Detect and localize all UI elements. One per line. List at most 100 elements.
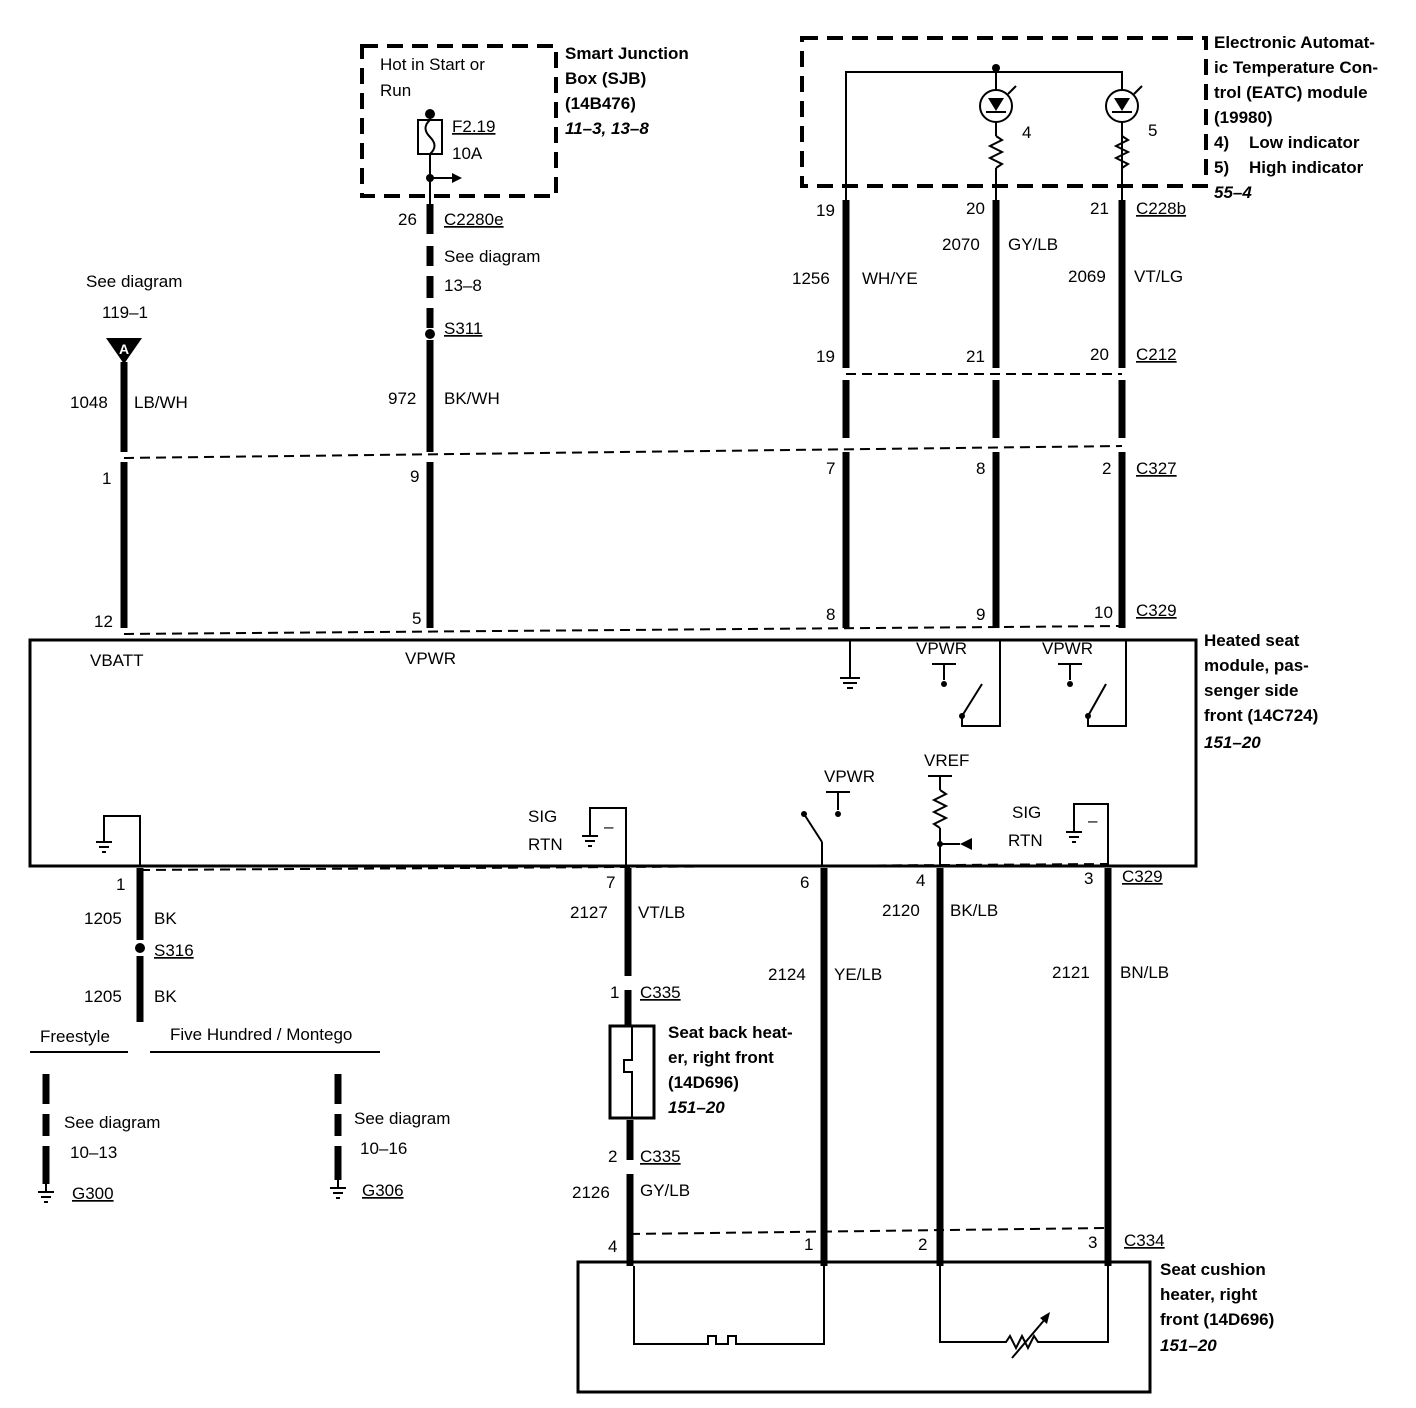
module-rtn2: RTN (1008, 831, 1043, 850)
seat-cushion-heater: Seat cushion heater, right front (14D696… (576, 1260, 1274, 1394)
pin-20b: 20 (1090, 345, 1109, 364)
seatback-part: (14D696) (668, 1073, 739, 1092)
connector-a-arrow-icon (106, 338, 142, 364)
seatback-title2: er, right front (668, 1048, 774, 1067)
cushion-ref: 151–20 (1160, 1336, 1217, 1355)
pin-20a: 20 (966, 199, 985, 218)
eatc-dashed-border (800, 36, 1208, 188)
splice-s316: S316 (154, 941, 194, 960)
c329-pin-9: 9 (976, 605, 985, 624)
module-vbatt: VBATT (90, 651, 144, 670)
c334-pin-2: 2 (918, 1235, 927, 1254)
eatc-module: 4 5 Electronic Automat- ic Temperature C… (800, 33, 1378, 202)
circuit-2124: 6 2124 YE/LB 1 (768, 868, 882, 1266)
c334-connector-line (629, 1227, 1109, 1235)
resistor-high-icon (1113, 135, 1131, 169)
cushion-heater-element-icon (633, 1266, 825, 1345)
wire-1048-num: 1048 (70, 393, 108, 412)
see-g306: See diagram (354, 1109, 450, 1128)
module-vpwr-main: VPWR (405, 649, 456, 668)
cushion-heater-box (576, 1260, 1152, 1394)
seatback-heater-element-icon (623, 1026, 633, 1118)
module-rtn1: RTN (528, 835, 563, 854)
see-g306-num: 10–16 (360, 1139, 407, 1158)
module-title2: module, pas- (1204, 656, 1309, 675)
module-title4: front (14C724) (1204, 706, 1318, 725)
wire-2120-num: 2120 (882, 901, 920, 920)
wire-2070-num: 2070 (942, 235, 980, 254)
fuse-amps: 10A (452, 144, 483, 163)
wire-2120-color: BK/LB (950, 901, 998, 920)
sjb-hot-line2: Run (380, 81, 411, 100)
see-sjb: See diagram (444, 247, 540, 266)
module-vpwr-sw1: VPWR (916, 639, 967, 658)
eatc-internal-bus (845, 71, 1123, 200)
see-a-num: 119–1 (102, 303, 148, 322)
sjb-hot-line1: Hot in Start or (380, 55, 485, 74)
c329-pin-3: 3 (1084, 869, 1093, 888)
connector-c334: C334 (1124, 1231, 1165, 1250)
c327-pin-8: 8 (976, 459, 985, 478)
pin-21b: 21 (966, 347, 985, 366)
fuse-element (424, 119, 436, 155)
pin-19a: 19 (816, 201, 835, 220)
wire-2069-color: VT/LG (1134, 267, 1183, 286)
connector-c335-top: C335 (640, 983, 681, 1002)
wire-972-color: BK/WH (444, 389, 500, 408)
module-title1: Heated seat (1204, 631, 1300, 650)
wire-2069-num: 2069 (1068, 267, 1106, 286)
cushion-thermistor-icon (939, 1266, 1109, 1351)
c329-pin-1: 1 (116, 875, 125, 894)
circuit-2120: 4 2120 BK/LB 2 (882, 868, 998, 1266)
c327-pin-9: 9 (410, 467, 419, 486)
wire-2127-num: 2127 (570, 903, 608, 922)
circuit-1256: 19 1256 WH/YE 19 7 8 (792, 200, 918, 628)
wire-2070-color: GY/LB (1008, 235, 1058, 254)
seatback-ref: 151–20 (668, 1098, 725, 1117)
wire-2121-num: 2121 (1052, 963, 1090, 982)
eatc-title1: Electronic Automat- (1214, 33, 1375, 52)
sjb-ref: 11–3, 13–8 (565, 119, 649, 138)
wire-1256-num: 1256 (792, 269, 830, 288)
splice-s311: S311 (444, 319, 482, 338)
eatc-part: (19980) (1214, 108, 1273, 127)
wire-2126-color: GY/LB (640, 1181, 690, 1200)
module-box (28, 638, 1198, 868)
c329-pin-6: 6 (800, 873, 809, 892)
seatback-title1: Seat back heat- (668, 1023, 793, 1042)
connector-c228b: C228b (1136, 199, 1186, 218)
wire-972-num: 972 (388, 389, 416, 408)
connector-c212: C212 (1136, 345, 1177, 364)
c329-pin-8: 8 (826, 605, 835, 624)
wire-2124-color: YE/LB (834, 965, 882, 984)
module-ref: 151–20 (1204, 733, 1261, 752)
sjb-part: (14B476) (565, 94, 636, 113)
wire-2127-color: VT/LB (638, 903, 685, 922)
connector-c329-bottom: C329 (1122, 867, 1163, 886)
heated-seat-module: VBATT VPWR VPWR VPWR SIG RTN (28, 631, 1318, 868)
wire-2126-num: 2126 (572, 1183, 610, 1202)
ground-g306: G306 (362, 1181, 404, 1200)
eatc-ind4-num: 4) (1214, 133, 1229, 152)
c329-pin-12: 12 (94, 612, 113, 631)
circuit-972: 26 C2280e See diagram 13–8 S311 972 BK/W… (388, 204, 540, 628)
connector-c335-bottom: C335 (640, 1147, 681, 1166)
pin-19b: 19 (816, 347, 835, 366)
see-sjb-num: 13–8 (444, 276, 482, 295)
vref-resistor-icon (931, 789, 949, 829)
eatc-title2: ic Temperature Con- (1214, 58, 1378, 77)
c329-bottom-connector-line (139, 863, 1109, 871)
eatc-ind5-label: High indicator (1249, 158, 1364, 177)
cushion-title3: front (14D696) (1160, 1310, 1274, 1329)
module-vref: VREF (924, 751, 969, 770)
fuse-id: F2.19 (452, 117, 495, 136)
pin-26: 26 (398, 210, 417, 229)
arrow-a-label: A (119, 341, 129, 357)
connector-c327: C327 (1136, 459, 1177, 478)
pin-21a: 21 (1090, 199, 1109, 218)
led4-label: 4 (1022, 123, 1031, 142)
wire-1205a-num: 1205 (84, 909, 122, 928)
module-sig2: SIG (1012, 803, 1041, 822)
circuit-2070: 20 2070 GY/LB 21 8 9 (942, 199, 1058, 628)
